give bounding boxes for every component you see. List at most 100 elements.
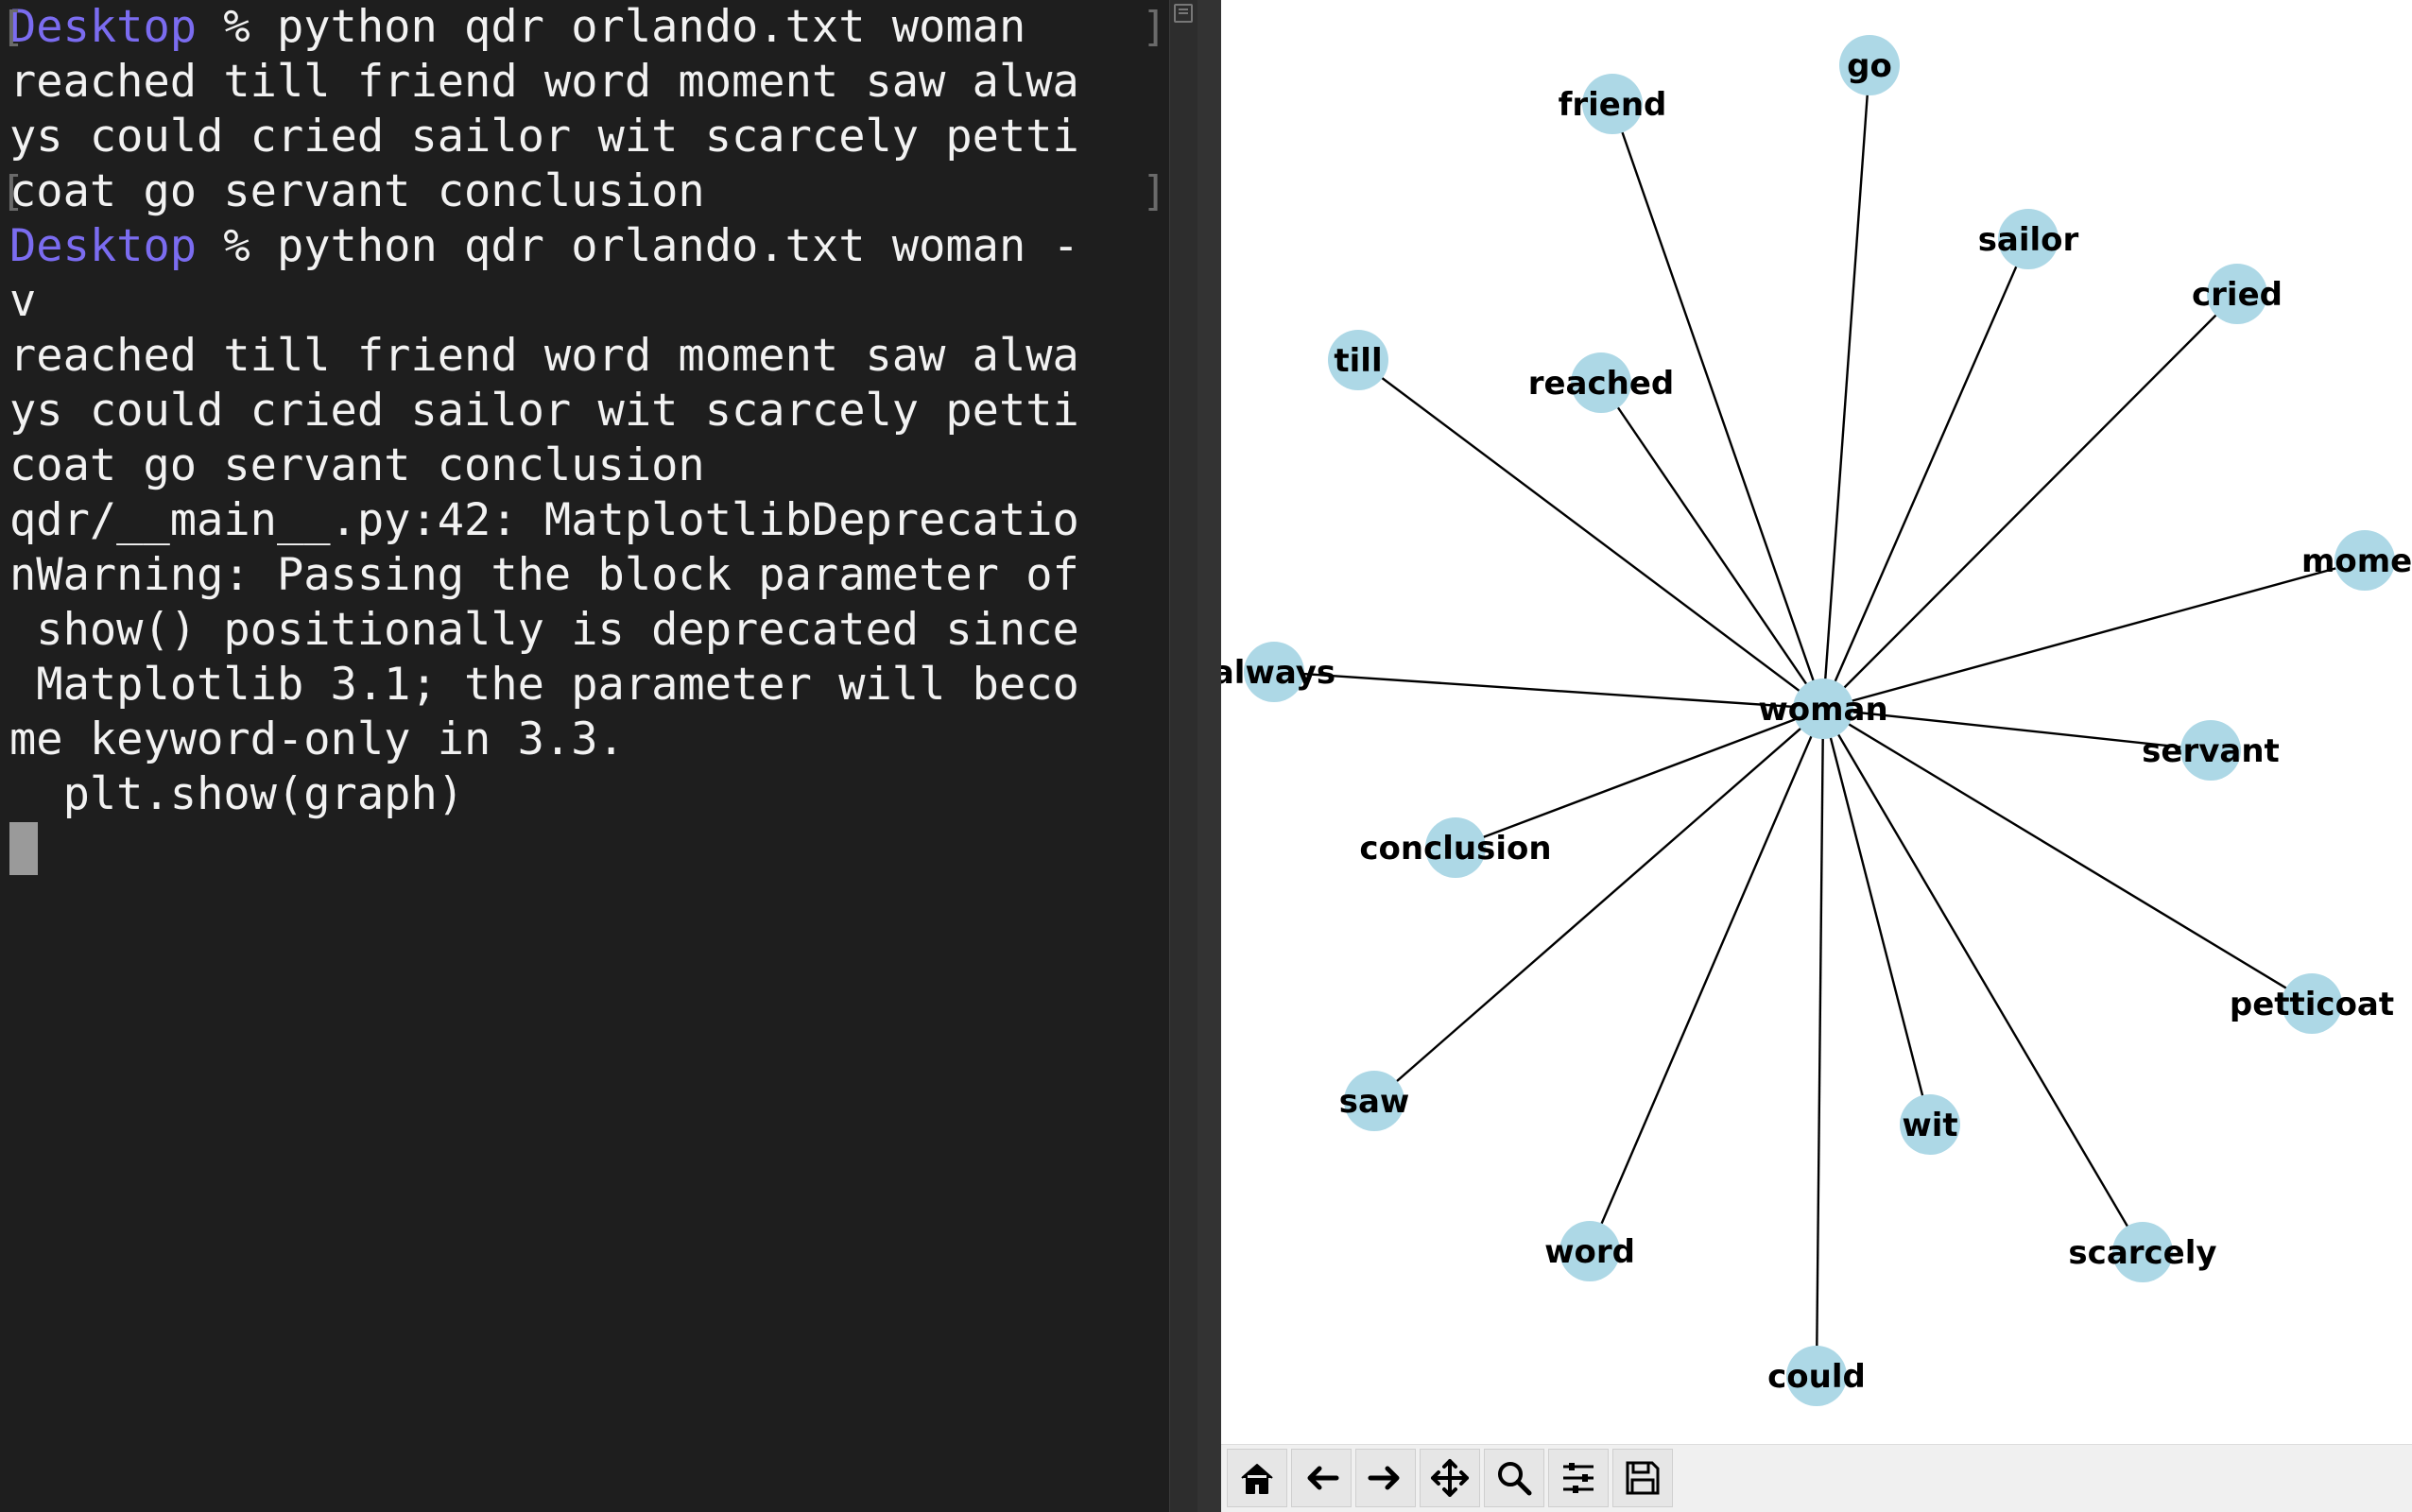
zoom-magnifier-icon (1498, 1462, 1532, 1496)
terminal-scrollbar[interactable] (1169, 0, 1198, 1512)
edge-woman-conclusion (1455, 707, 1824, 850)
node-petticoat (2282, 973, 2342, 1034)
terminal-text: % python qdr orlando.txt woman (197, 1, 1026, 53)
node-label-petticoat: petticoat (2230, 986, 2394, 1023)
node-wit (1900, 1094, 1960, 1155)
network-graph: gofriendsailorcriedtillreachedmomeralway… (1221, 35, 2412, 1406)
edge-woman-go (1821, 64, 1871, 710)
terminal-text: v (9, 275, 37, 327)
edge-woman-could (1815, 708, 1825, 1377)
home-icon (1241, 1464, 1273, 1494)
edge-woman-petticoat (1822, 707, 2313, 1005)
node-label-saw: saw (1339, 1083, 1410, 1121)
matplotlib-toolbar (1221, 1444, 2412, 1512)
forward-arrow-icon (1368, 1466, 1400, 1490)
terminal-text: coat go servant conclusion (9, 439, 705, 491)
node-woman (1793, 679, 1853, 739)
node-label-sailor: sailor (1978, 221, 2079, 259)
terminal-line: qdr/__main__.py:42: MatplotlibDeprecatio (9, 493, 1079, 548)
node-cried (2207, 264, 2267, 324)
pane-divider[interactable] (1197, 0, 1221, 1512)
edge-woman-sailor (1821, 238, 2030, 710)
node-label-go: go (1847, 47, 1892, 85)
node-till (1328, 330, 1388, 390)
edge-woman-cried (1822, 293, 2238, 710)
terminal-line: reached till friend word moment saw alwa (9, 329, 1079, 384)
configure-subplots-icon (1563, 1463, 1594, 1493)
back-arrow-icon (1307, 1466, 1339, 1490)
node-label-cried: cried (2192, 276, 2283, 314)
pan-move-button[interactable] (1420, 1449, 1480, 1507)
terminal-text: ys could cried sailor wit scarcely petti (9, 111, 1079, 163)
terminal-text: Matplotlib 3.1; the parameter will beco (9, 659, 1079, 711)
edge-woman-saw (1373, 708, 1824, 1102)
terminal-line: show() positionally is deprecated since (9, 603, 1079, 658)
terminal-line: Matplotlib 3.1; the parameter will beco (9, 658, 1079, 713)
terminal-text: % python qdr orlando.txt woman - (197, 220, 1079, 272)
node-word (1559, 1221, 1620, 1281)
forward-arrow-button[interactable] (1355, 1449, 1416, 1507)
edge-woman-momer (1822, 558, 2366, 711)
edge-woman-servant (1822, 707, 2212, 752)
home-button[interactable] (1227, 1449, 1287, 1507)
terminal-line: coat go servant conclusion (9, 164, 705, 219)
node-label-reached: reached (1528, 365, 1675, 403)
terminal-text: show() positionally is deprecated since (9, 604, 1079, 656)
terminal-line-bracket-left: [ (0, 167, 26, 215)
terminal-line: plt.show(graph) (9, 767, 464, 822)
node-scarcely (2112, 1222, 2173, 1282)
terminal-text: qdr/__main__.py:42: MatplotlibDeprecatio (9, 494, 1079, 546)
edge-woman-till (1357, 359, 1824, 710)
node-servant (2180, 720, 2241, 781)
node-label-word: word (1544, 1233, 1635, 1271)
zoom-magnifier-button[interactable] (1484, 1449, 1544, 1507)
terminal-line: me keyword-only in 3.3. (9, 713, 625, 767)
node-saw (1344, 1071, 1404, 1131)
edge-woman-reached (1600, 382, 1824, 710)
prompt-hostname: Desktop (9, 220, 198, 272)
configure-subplots-button[interactable] (1548, 1449, 1609, 1507)
terminal-line: ys could cried sailor wit scarcely petti (9, 384, 1079, 438)
node-momer (2334, 530, 2395, 591)
save-floppy-button[interactable] (1612, 1449, 1673, 1507)
node-go (1839, 35, 1900, 95)
node-label-servant: servant (2142, 732, 2280, 770)
node-conclusion (1425, 817, 1486, 878)
terminal-line: nWarning: Passing the block parameter of (9, 548, 1079, 603)
node-label-could: could (1767, 1358, 1866, 1396)
prompt-hostname: Desktop (9, 1, 198, 53)
node-label-wit: wit (1902, 1107, 1957, 1144)
edge-woman-word (1588, 708, 1825, 1252)
node-label-friend: friend (1559, 86, 1667, 124)
node-label-woman: woman (1758, 691, 1887, 729)
matplotlib-figure-window: gofriendsailorcriedtillreachedmomeralway… (1221, 0, 2412, 1512)
node-reached (1571, 352, 1631, 413)
terminal-line: reached till friend word moment saw alwa (9, 55, 1079, 110)
terminal-text: nWarning: Passing the block parameter of (9, 549, 1079, 601)
terminal-cursor (9, 822, 38, 875)
node-label-scarcely: scarcely (2068, 1234, 2216, 1272)
edge-woman-wit (1821, 708, 1932, 1125)
node-always (1244, 642, 1304, 702)
terminal-line-bracket-right: ] (1142, 3, 1167, 51)
node-could (1786, 1346, 1847, 1406)
terminal-menu-icon[interactable] (1174, 4, 1193, 23)
node-label-conclusion: conclusion (1359, 830, 1551, 868)
terminal-line: Desktop % python qdr orlando.txt woman - (9, 219, 1079, 274)
edge-woman-scarcely (1821, 708, 2145, 1253)
terminal-text: ys could cried sailor wit scarcely petti (9, 385, 1079, 437)
terminal-text: reached till friend word moment saw alwa (9, 330, 1079, 382)
back-arrow-button[interactable] (1291, 1449, 1352, 1507)
terminal-text: reached till friend word moment saw alwa (9, 56, 1079, 108)
save-floppy-icon (1626, 1461, 1660, 1495)
pan-move-icon (1431, 1459, 1469, 1497)
terminal-line: ys could cried sailor wit scarcely petti (9, 110, 1079, 164)
node-label-always: always (1221, 654, 1335, 692)
edge-woman-always (1273, 670, 1824, 711)
node-sailor (1998, 209, 2059, 269)
node-label-till: till (1334, 342, 1382, 380)
graph-edges (1273, 64, 2366, 1377)
terminal-line: coat go servant conclusion (9, 438, 705, 493)
terminal-text: coat go servant conclusion (9, 165, 705, 217)
